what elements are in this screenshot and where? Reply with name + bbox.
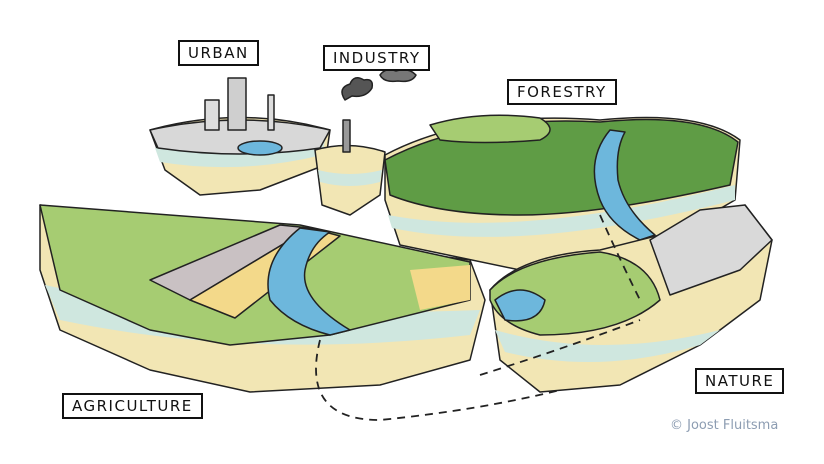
groundwater-flows [315, 214, 641, 421]
label-forestry: FORESTRY [507, 79, 617, 105]
nature-island [489, 204, 773, 393]
label-nature: NATURE [695, 368, 785, 394]
label-industry: INDUSTRY [323, 45, 431, 71]
label-agriculture: AGRICULTURE [62, 393, 203, 419]
agriculture-island [39, 204, 486, 393]
copyright-credit: © Joost Fluitsma [670, 418, 779, 433]
forestry-island [384, 114, 741, 271]
label-urban: URBAN [178, 40, 259, 66]
urban-island [149, 77, 331, 196]
